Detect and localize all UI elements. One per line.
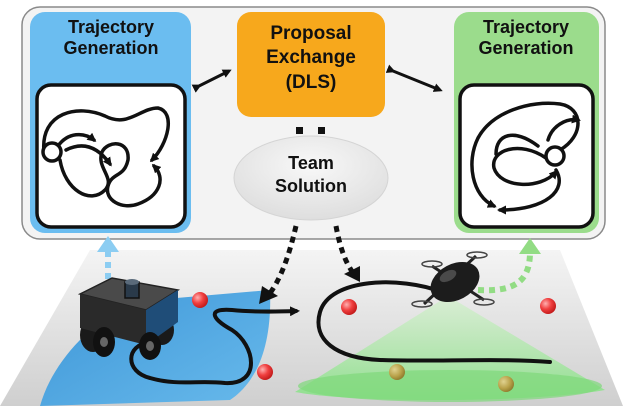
proposal-exchange-box xyxy=(237,12,385,117)
left-trajectory-node xyxy=(41,141,63,163)
obstacle-ball xyxy=(341,299,357,315)
team-solution-node xyxy=(233,135,389,221)
team-to-ground-robot-arrowhead xyxy=(259,286,278,304)
ground-robot-icon xyxy=(77,277,181,360)
feedback-blue xyxy=(97,236,119,290)
proposal-exchange-label: Proposal Exchange (DLS) xyxy=(266,23,356,93)
drone-trajectory xyxy=(316,280,552,364)
proposal-team-link xyxy=(296,127,325,134)
exchange-arrows xyxy=(191,64,443,93)
right-trajectory-label: Trajectory Generation xyxy=(478,17,574,58)
drone-fov-floor xyxy=(298,370,602,402)
quadrotor-drone-icon xyxy=(411,251,495,308)
ground-robot-trajectory xyxy=(129,306,300,386)
team-to-drone-arrowhead xyxy=(344,266,360,282)
left-trajectory-label: Trajectory Generation xyxy=(63,17,159,58)
feedback-green xyxy=(477,238,541,294)
obstacle-ball xyxy=(257,364,273,380)
obstacle-ball xyxy=(192,292,208,308)
right-trajectory-node xyxy=(544,145,566,167)
team-solution-label: Team Solution xyxy=(275,153,347,197)
obstacle-ball-occluded xyxy=(389,364,405,380)
right-trajectory-graph xyxy=(470,101,581,215)
left-trajectory-graph xyxy=(42,106,170,208)
obstacle-ball-occluded xyxy=(498,376,514,392)
left-trajectory-inner xyxy=(35,83,187,229)
obstacle-ball xyxy=(540,298,556,314)
